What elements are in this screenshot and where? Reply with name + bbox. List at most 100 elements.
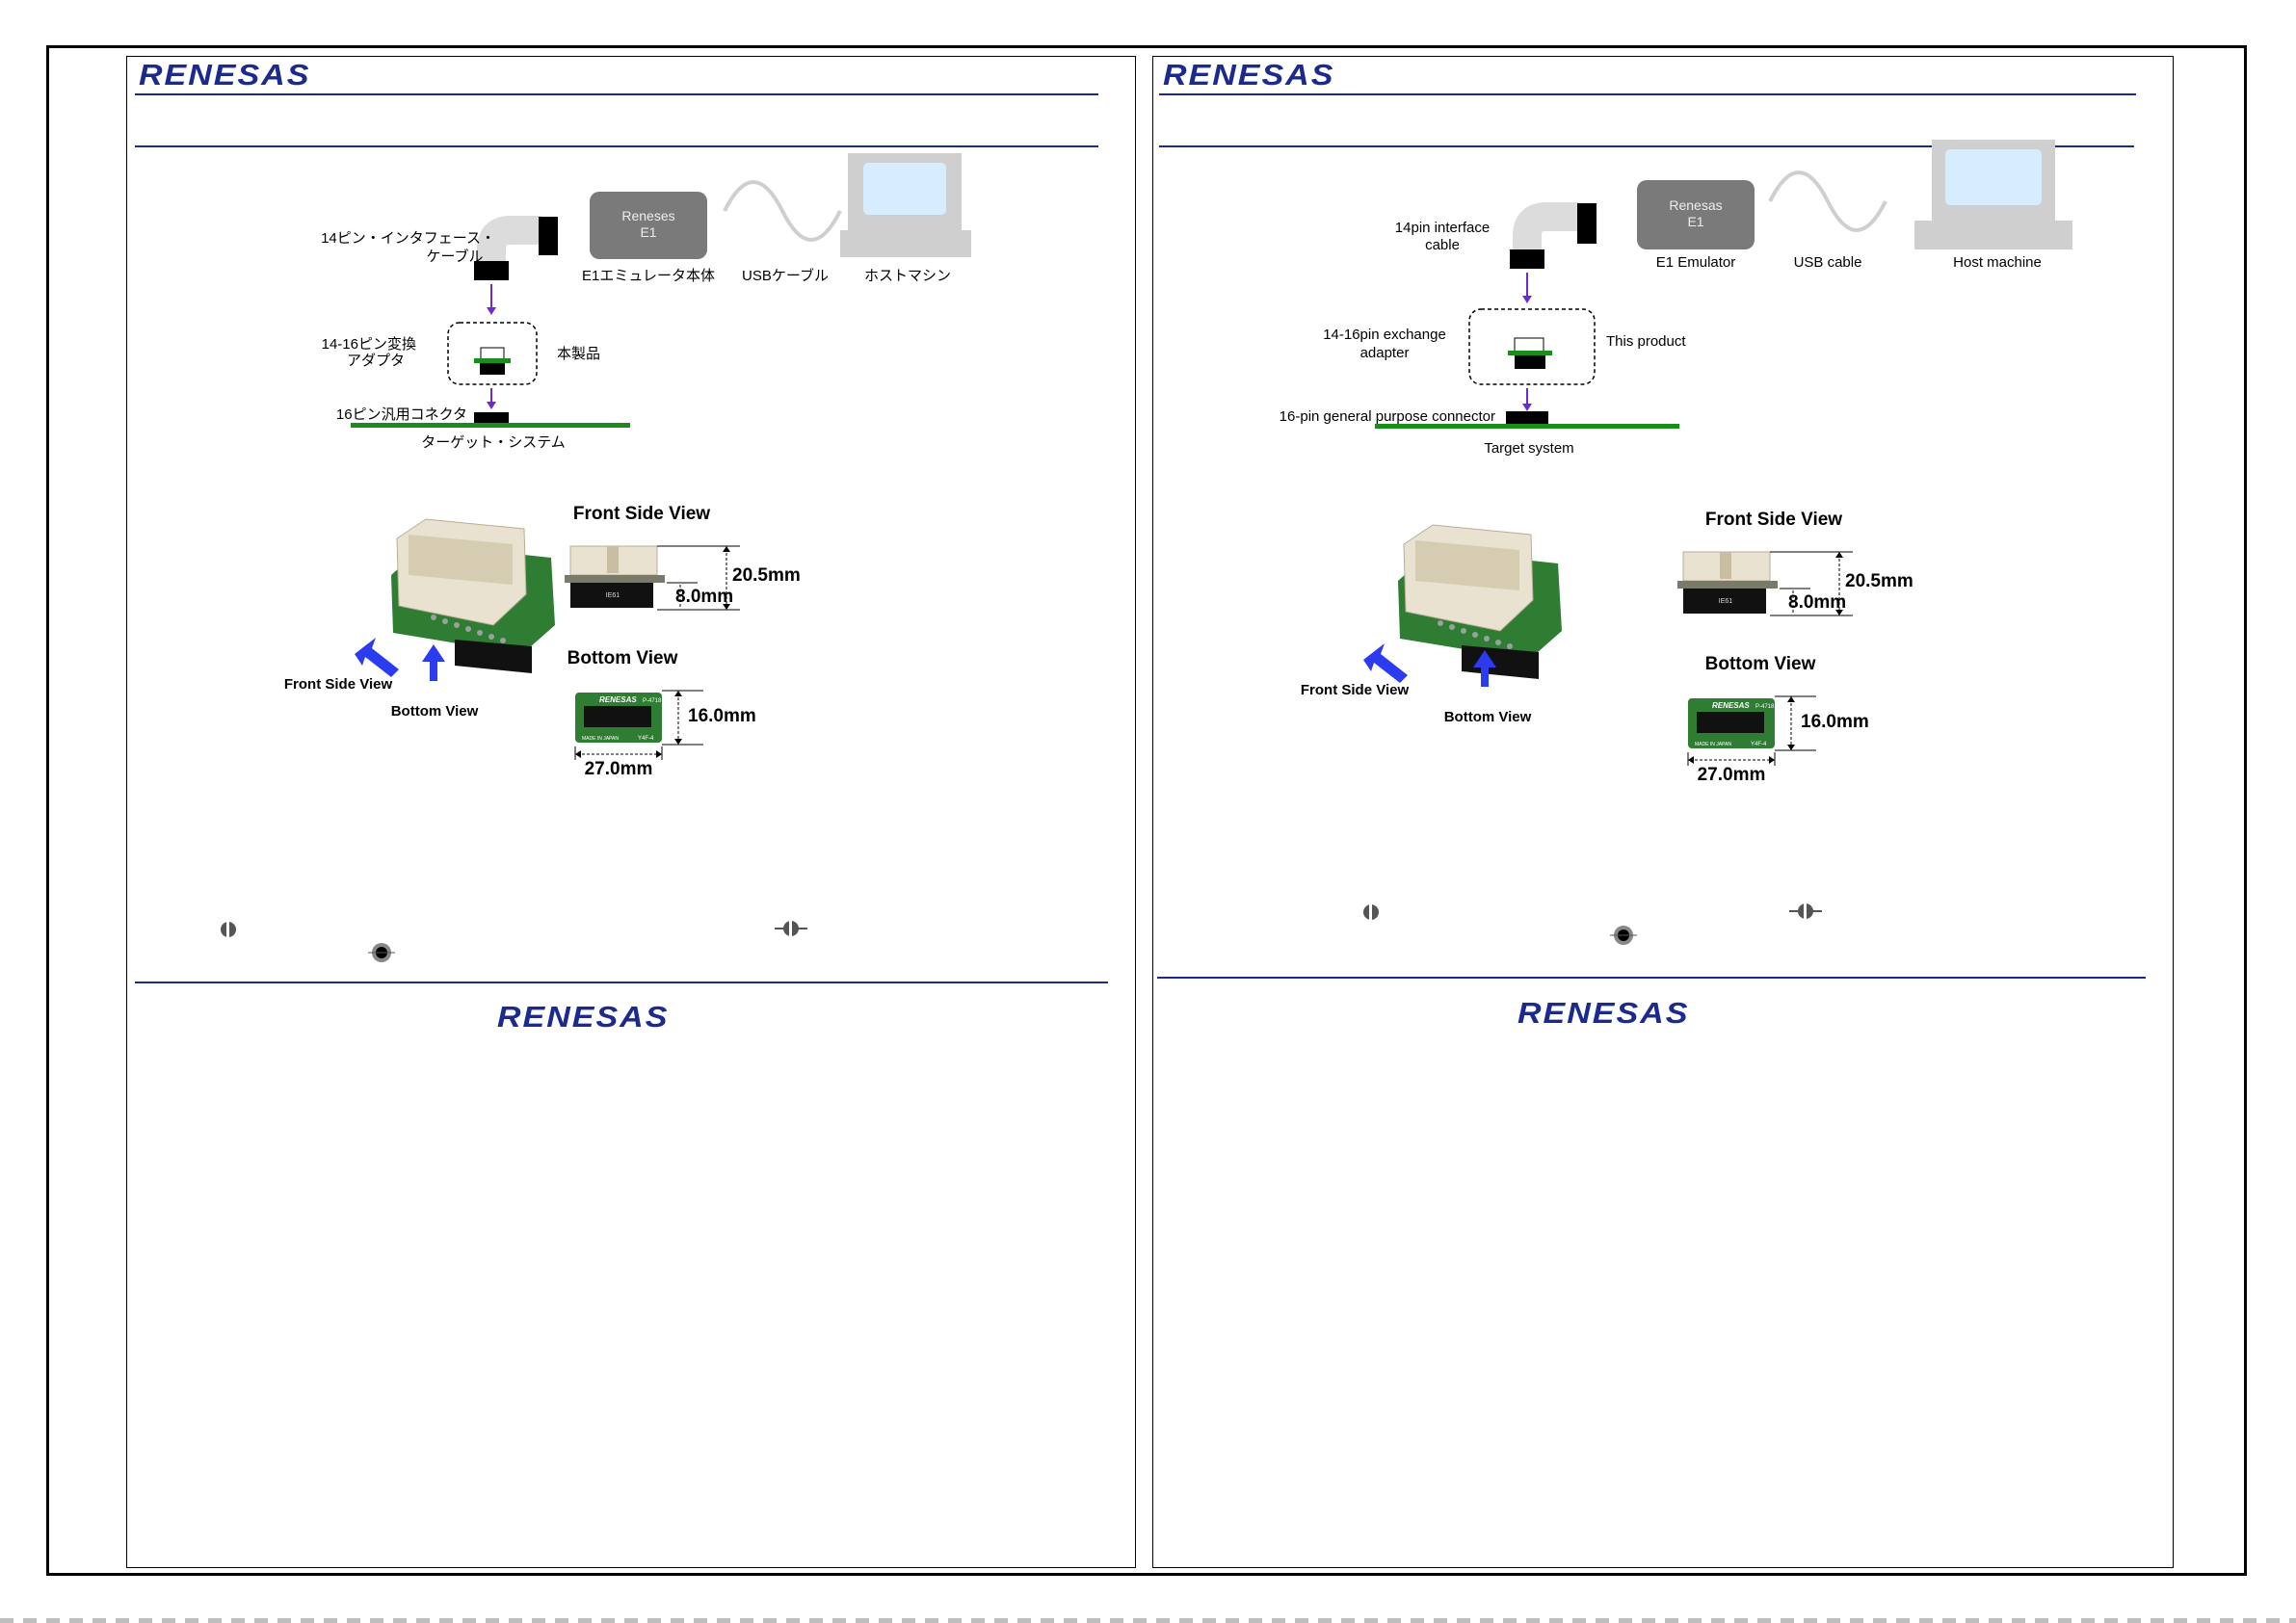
adapter-top [480, 347, 505, 360]
cable-label-2: cable [1425, 237, 1460, 253]
usb-caption: USBケーブル [742, 267, 829, 284]
product-label: This product [1606, 333, 1686, 350]
footer-rule [135, 982, 1108, 983]
dim-height-lower: 8.0mm [675, 587, 733, 607]
dim-height-total: 20.5mm [732, 565, 801, 586]
adapter-label-2: adapter [1360, 345, 1410, 361]
front-side-arrow-icon [1363, 643, 1408, 683]
connection-diagram-en: 14pin interface cable Renesas E1 E1 Emul… [1280, 140, 2072, 945]
adapter-3d-photo [391, 518, 555, 673]
target-connector [474, 412, 509, 424]
page-japanese: RENESAS 14ピン・インタフェース・ ケーブル Reneses E1 E1… [126, 56, 1136, 1568]
emulator-box [590, 192, 707, 259]
svg-text:MADE IN JAPAN: MADE IN JAPAN [1695, 742, 1731, 747]
header-rule [135, 93, 1098, 95]
target-label: Target system [1484, 440, 1573, 457]
connector-label: 16-pin general purpose connector [1280, 408, 1495, 425]
front-side-view-title: Front Side View [1705, 510, 1842, 530]
adapter-board [474, 358, 511, 363]
dim-depth: 16.0mm [688, 706, 756, 726]
svg-text:P-4718: P-4718 [1755, 704, 1775, 710]
host-caption: Host machine [1953, 254, 2042, 271]
svg-text:IE61: IE61 [606, 592, 620, 599]
hole-marker-icon-2 [1789, 903, 1822, 919]
bottom-view-title: Bottom View [567, 648, 678, 668]
host-screen [863, 163, 946, 215]
dim-width: 27.0mm [585, 759, 653, 779]
host-base [840, 230, 971, 257]
adapter-dashed-box [1468, 308, 1596, 385]
footer-rule [1157, 977, 2146, 979]
svg-text:MADE IN JAPAN: MADE IN JAPAN [582, 736, 619, 742]
connection-diagram-jp: 14ピン・インタフェース・ ケーブル Reneses E1 E1エミュレータ本体… [221, 153, 971, 962]
connector-label: 16ピン汎用コネクタ [336, 406, 467, 423]
bottom-view-photo: RENESAS P-4718 MADE IN JAPAN Y4F-4 [1688, 698, 1775, 748]
dim-depth: 16.0mm [1801, 712, 1869, 732]
usb-caption: USB cable [1794, 254, 1862, 271]
host-caption: ホストマシン [864, 268, 951, 284]
product-label: 本製品 [557, 346, 600, 362]
renesas-logo-footer: RENESAS [1517, 996, 1690, 1031]
front-side-arrow-label: Front Side View [284, 676, 393, 693]
header-rule-2 [1159, 145, 2134, 147]
usb-cable-shape [1768, 170, 1887, 232]
svg-text:IE61: IE61 [1719, 598, 1733, 605]
front-side-view-title: Front Side View [573, 504, 710, 524]
bottom-arrow-label: Bottom View [391, 703, 479, 720]
target-board-line [351, 423, 630, 428]
renesas-logo-header: RENESAS [1163, 58, 1335, 92]
bottom-arrow-icon [422, 644, 445, 681]
emulator-box-text-2: E1 [640, 224, 656, 240]
front-side-arrow-label: Front Side View [1301, 682, 1410, 698]
emulator-box [1637, 180, 1755, 249]
adapter-board [1508, 351, 1552, 355]
front-side-photo: IE61 [565, 545, 665, 608]
page-english: RENESAS 14pin interface cable Renesas E1… [1152, 56, 2174, 1568]
adapter-dashed-box [447, 322, 538, 385]
svg-text:Y4F-4: Y4F-4 [638, 736, 654, 742]
sheet-frame [46, 45, 2247, 1576]
emulator-caption: E1 Emulator [1656, 254, 1736, 271]
dim-width: 27.0mm [1698, 765, 1766, 785]
cable-head-top [539, 217, 558, 255]
svg-text:RENESAS: RENESAS [1712, 701, 1750, 710]
adapter-3d-photo [1398, 524, 1562, 679]
cable-head-top [1577, 203, 1597, 244]
host-base [1914, 221, 2072, 249]
hole-marker-icon-3 [1610, 926, 1637, 945]
cable-shape [477, 216, 541, 261]
emulator-box-text-2: E1 [1687, 214, 1703, 229]
header-rule-2 [135, 145, 1098, 147]
bottom-view-title: Bottom View [1705, 654, 1816, 674]
adapter-top [1514, 337, 1544, 353]
renesas-logo-footer: RENESAS [497, 1000, 670, 1034]
scan-edge-strip [0, 1618, 2296, 1623]
svg-text:P-4718: P-4718 [643, 698, 662, 704]
hole-marker-icon-1 [221, 922, 236, 937]
adapter-bottom [1515, 355, 1545, 369]
adapter-label-1: 14-16ピン変換 [322, 336, 416, 353]
target-connector [1506, 411, 1548, 425]
svg-text:Y4F-4: Y4F-4 [1751, 742, 1767, 747]
hole-marker-icon-1 [1363, 904, 1379, 920]
svg-text:RENESAS: RENESAS [599, 695, 637, 704]
cable-label-1: 14pin interface [1395, 220, 1490, 236]
front-side-photo: IE61 [1677, 551, 1778, 614]
target-board-line [1375, 424, 1679, 429]
emulator-caption: E1エミュレータ本体 [582, 268, 715, 284]
target-label: ターゲット・システム [421, 434, 566, 451]
adapter-label-2: アダプタ [347, 353, 405, 369]
bottom-arrow-icon [1473, 650, 1496, 687]
usb-cable-shape [723, 180, 842, 242]
dim-height-total: 20.5mm [1845, 571, 1913, 591]
hole-marker-icon-3 [368, 943, 395, 962]
header-rule [1159, 93, 2136, 95]
renesas-logo-header: RENESAS [139, 58, 311, 92]
cable-head-bottom [1510, 249, 1544, 269]
bottom-view-photo: RENESAS P-4718 MADE IN JAPAN Y4F-4 [575, 693, 662, 743]
front-side-arrow-icon [355, 638, 399, 677]
bottom-arrow-label: Bottom View [1444, 709, 1532, 725]
cable-label-1: 14ピン・インタフェース・ [321, 230, 495, 247]
adapter-bottom [480, 363, 505, 375]
cable-label-2: ケーブル [426, 248, 483, 265]
